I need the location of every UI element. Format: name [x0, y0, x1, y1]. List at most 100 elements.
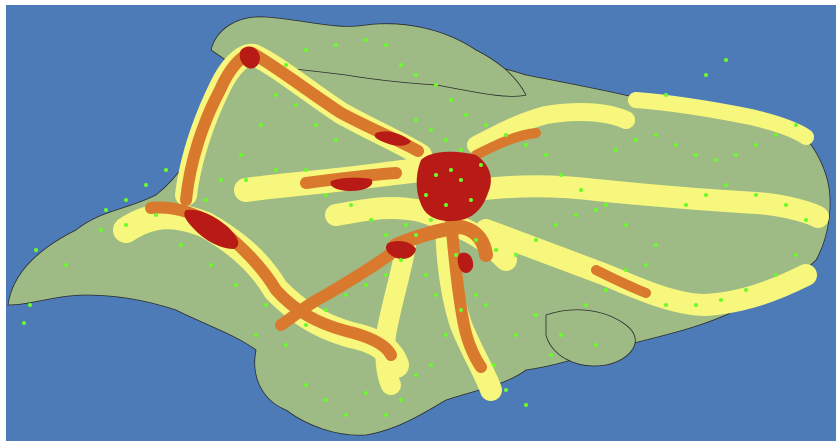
- point-marker: [604, 203, 608, 207]
- point-marker: [459, 178, 463, 182]
- very-high-density-layer: [184, 46, 491, 273]
- point-locations-layer: [22, 38, 808, 417]
- point-marker: [414, 118, 418, 122]
- point-marker: [444, 203, 448, 207]
- point-marker: [594, 208, 598, 212]
- point-marker: [429, 128, 433, 132]
- point-marker: [294, 103, 298, 107]
- very-high-core-north-road: [374, 131, 411, 146]
- point-marker: [554, 223, 558, 227]
- point-marker: [559, 173, 563, 177]
- point-marker: [364, 38, 368, 42]
- high-road-east-link: [471, 128, 541, 160]
- point-marker: [624, 223, 628, 227]
- medium-corridor-east-north: [467, 103, 635, 154]
- low-density-area-north: [210, 16, 527, 97]
- point-marker: [479, 163, 483, 167]
- point-marker: [654, 243, 658, 247]
- high-road-south: [445, 214, 487, 373]
- point-marker: [492, 363, 496, 367]
- point-marker: [449, 168, 453, 172]
- point-marker: [644, 263, 648, 267]
- point-marker: [614, 148, 618, 152]
- point-marker: [524, 403, 528, 407]
- point-marker: [604, 288, 608, 292]
- point-marker: [784, 203, 788, 207]
- point-marker: [34, 248, 38, 252]
- point-marker: [164, 168, 168, 172]
- point-marker: [719, 298, 723, 302]
- point-marker: [304, 383, 308, 387]
- point-marker: [99, 228, 103, 232]
- point-marker: [399, 63, 403, 67]
- point-marker: [534, 238, 538, 242]
- point-marker: [244, 178, 248, 182]
- point-marker: [694, 303, 698, 307]
- very-high-core-center: [416, 151, 491, 222]
- point-marker: [694, 153, 698, 157]
- point-marker: [424, 193, 428, 197]
- point-marker: [664, 303, 668, 307]
- point-marker: [484, 303, 488, 307]
- point-marker: [774, 133, 778, 137]
- point-marker: [384, 43, 388, 47]
- point-marker: [494, 248, 498, 252]
- very-high-core-west: [184, 209, 239, 249]
- point-marker: [434, 173, 438, 177]
- point-marker: [429, 363, 433, 367]
- point-marker: [774, 273, 778, 277]
- high-road-center: [389, 220, 493, 262]
- point-marker: [324, 193, 328, 197]
- point-marker: [219, 178, 223, 182]
- point-marker: [514, 333, 518, 337]
- point-marker: [324, 308, 328, 312]
- point-marker: [474, 293, 478, 297]
- point-marker: [144, 183, 148, 187]
- point-marker: [154, 213, 158, 217]
- point-marker: [594, 343, 598, 347]
- point-marker: [794, 253, 798, 257]
- point-marker: [369, 218, 373, 222]
- point-marker: [399, 258, 403, 262]
- medium-corridor-east: [465, 175, 829, 228]
- point-marker: [384, 413, 388, 417]
- point-marker: [504, 388, 508, 392]
- point-marker: [624, 268, 628, 272]
- point-marker: [64, 263, 68, 267]
- point-marker: [674, 143, 678, 147]
- point-marker: [444, 333, 448, 337]
- point-marker: [754, 193, 758, 197]
- density-map: [6, 5, 836, 441]
- point-marker: [534, 313, 538, 317]
- point-marker: [124, 198, 128, 202]
- point-marker: [384, 233, 388, 237]
- point-marker: [579, 188, 583, 192]
- very-high-core-south-east: [457, 252, 474, 273]
- point-marker: [28, 303, 32, 307]
- point-marker: [434, 83, 438, 87]
- medium-corridor-south-west: [375, 235, 416, 395]
- very-high-core-south: [386, 241, 416, 259]
- point-marker: [544, 153, 548, 157]
- point-marker: [209, 263, 213, 267]
- point-marker: [344, 293, 348, 297]
- point-marker: [459, 308, 463, 312]
- high-road-center-west: [300, 167, 402, 189]
- point-marker: [794, 123, 798, 127]
- point-marker: [634, 138, 638, 142]
- point-marker: [414, 73, 418, 77]
- point-marker: [274, 168, 278, 172]
- point-marker: [744, 288, 748, 292]
- point-marker: [399, 398, 403, 402]
- point-marker: [449, 98, 453, 102]
- point-marker: [334, 138, 338, 142]
- very-high-core-center-west: [330, 177, 373, 191]
- point-marker: [424, 273, 428, 277]
- point-marker: [404, 223, 408, 227]
- point-marker: [559, 333, 563, 337]
- point-marker: [124, 223, 128, 227]
- point-marker: [429, 218, 433, 222]
- point-marker: [704, 73, 708, 77]
- point-marker: [704, 193, 708, 197]
